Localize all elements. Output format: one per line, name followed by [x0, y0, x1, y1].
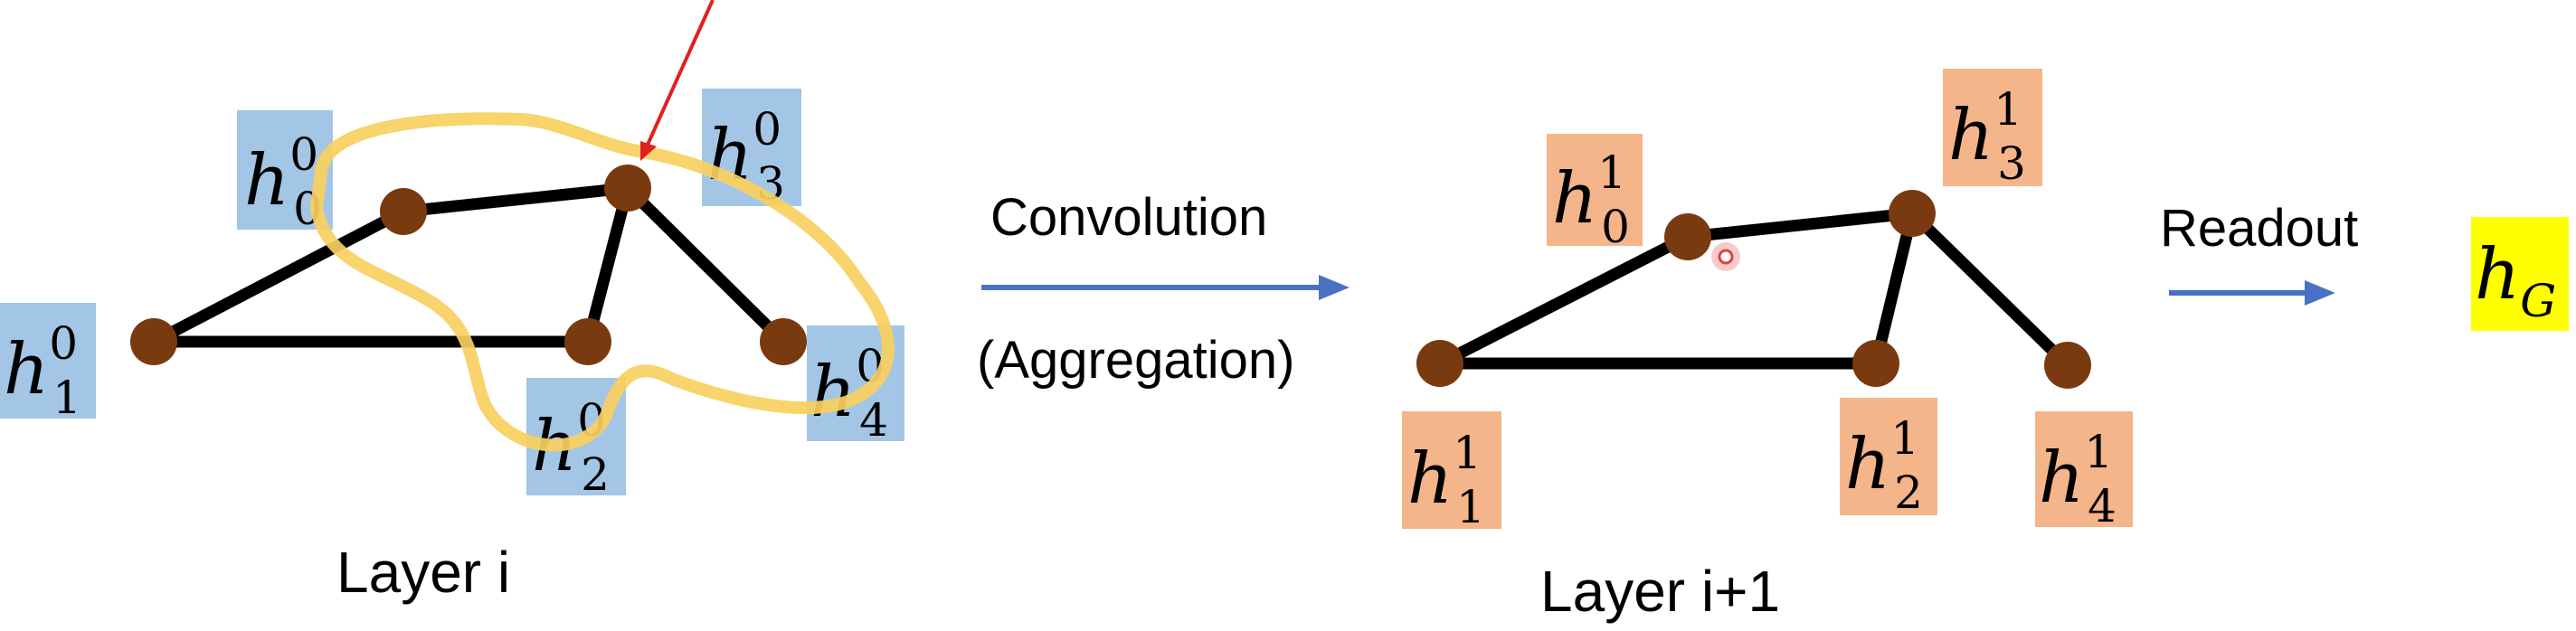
- node-h1-layer-i1: [1416, 340, 1463, 387]
- edge-h0-h3-layer-i1: [1681, 207, 1918, 243]
- cursor-ring: [1718, 249, 1734, 265]
- label-h4-layer-i1-bg: [2035, 411, 2133, 527]
- label-h3-layer-i1-bg: [1943, 69, 2042, 186]
- svg-text:hG: hG: [2475, 234, 2556, 327]
- edge-h0-h3-layer-i: [397, 182, 634, 218]
- label-h3-layer-i1-base: h: [1948, 95, 1994, 176]
- aggregation-label: (Aggregation): [977, 331, 1294, 390]
- readout-label: Readout: [2160, 199, 2358, 258]
- label-h0-layer-i1-sub: 0: [1601, 201, 1630, 253]
- label-h1-layer-i-bg: [0, 303, 96, 419]
- readout-transition: Readout: [2160, 199, 2358, 306]
- label-h0-layer-i-base: h: [244, 140, 289, 221]
- pointer-arrow: [640, 0, 715, 161]
- node-h4-layer-i1: [2044, 342, 2091, 389]
- label-h1-layer-i1-sub: 1: [1456, 481, 1485, 533]
- label-h1-layer-i1-bg: [1402, 411, 1501, 529]
- label-h1-layer-i-sub: 1: [52, 372, 81, 424]
- highlight-lasso: [310, 112, 895, 452]
- label-h2-layer-i1-base: h: [1845, 424, 1890, 505]
- svg-text:h12: h12: [1845, 412, 1923, 519]
- layer-i-caption: Layer i: [336, 540, 510, 605]
- node-h2-layer-i1: [1852, 340, 1899, 387]
- svg-text:h04: h04: [810, 340, 888, 447]
- readout-arrow-head: [2305, 280, 2335, 306]
- label-h3-layer-i-sup: 0: [753, 103, 781, 155]
- label-h4-layer-i1-base: h: [2039, 438, 2084, 519]
- label-h1-layer-i-sup: 0: [49, 317, 78, 370]
- label-h1-layer-i-base: h: [4, 329, 49, 410]
- label-h2-layer-i1-sub: 2: [1894, 466, 1923, 519]
- label-h1-layer-i1-sup: 1: [1453, 427, 1482, 479]
- node-h1-layer-i: [130, 318, 177, 365]
- svg-text:h01: h01: [4, 317, 81, 424]
- node-h4-layer-i: [760, 318, 807, 365]
- convolution-label: Convolution: [990, 188, 1267, 247]
- svg-text:h11: h11: [1407, 427, 1485, 533]
- label-h2-layer-i-sub: 2: [581, 448, 610, 501]
- node-h0-layer-i: [380, 188, 427, 235]
- layer-i1-caption: Layer i+1: [1540, 559, 1780, 624]
- node-h2-layer-i: [564, 318, 611, 365]
- label-h4-layer-i1-sub: 4: [2088, 480, 2117, 532]
- edge-h3-h4-layer-i: [621, 182, 790, 348]
- svg-text:h13: h13: [1948, 83, 2026, 190]
- pointer-arrow-shaft: [646, 0, 715, 146]
- edge-h1-h0-layer-i: [147, 205, 410, 348]
- node-h3-layer-i: [604, 165, 651, 212]
- convolution-transition: Convolution (Aggregation): [977, 188, 1350, 390]
- label-h2-layer-i1-sup: 1: [1890, 412, 1919, 465]
- label-h0-layer-i1-bg: [1547, 134, 1643, 246]
- pointer-arrow-head: [640, 141, 657, 161]
- label-h3-layer-i1-sub: 3: [1997, 137, 2026, 190]
- node-h3-layer-i1: [1889, 190, 1936, 237]
- svg-text:h10: h10: [1552, 146, 1630, 253]
- layer-i1-edges: [1434, 207, 2074, 372]
- layer-i1-nodes: [1416, 190, 2091, 389]
- edge-h3-h2-layer-i: [582, 182, 634, 348]
- convolution-arrow-head: [1319, 275, 1350, 300]
- label-h2-layer-i1-bg: [1840, 398, 1937, 515]
- label-h0-layer-i1-base: h: [1552, 158, 1597, 240]
- label-h0-layer-i-sup: 0: [289, 128, 318, 181]
- label-h3-layer-i1-sup: 1: [1994, 83, 2022, 136]
- graph-vector-hg: hG: [2471, 217, 2569, 331]
- node-h0-layer-i1: [1664, 213, 1711, 260]
- label-h0-layer-i1-sup: 1: [1597, 146, 1626, 199]
- graph-vector-hg-bg: [2471, 217, 2569, 331]
- label-h1-layer-i1-base: h: [1407, 438, 1453, 520]
- edge-h1-h0-layer-i1: [1434, 231, 1694, 370]
- label-h4-layer-i-base: h: [810, 352, 856, 433]
- graph-vector-hg-sub: G: [2520, 275, 2556, 327]
- svg-text:h14: h14: [2039, 426, 2117, 532]
- cursor-marker: [1711, 242, 1740, 271]
- layer-i-edges: [147, 182, 790, 348]
- label-h4-layer-i1-sup: 1: [2084, 426, 2113, 478]
- label-h4-layer-i-sub: 4: [859, 394, 888, 447]
- edge-h3-h4-layer-i1: [1906, 207, 2074, 372]
- edge-h3-h2-layer-i1: [1870, 207, 1918, 370]
- graph-vector-hg-base: h: [2475, 234, 2520, 316]
- layer-i-nodes: [130, 165, 807, 365]
